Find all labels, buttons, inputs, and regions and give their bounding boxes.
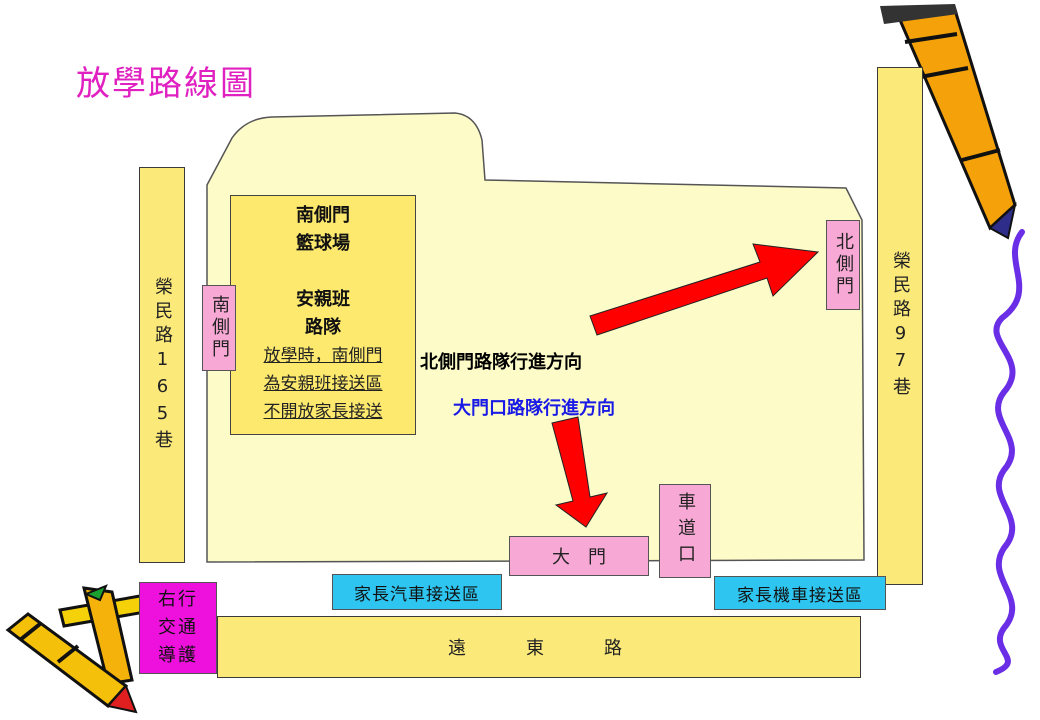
main-gate: 大 門	[509, 536, 649, 576]
court-line-4: 路隊	[305, 317, 341, 338]
main-route-label: 大門口路隊行進方向	[453, 398, 615, 419]
court-line-1: 南側門	[296, 205, 350, 226]
court-note-2: 為安親班接送區	[263, 374, 383, 394]
crayon-bottom-icon	[5, 584, 147, 714]
traffic-guard-box: 右行交通導護	[139, 582, 217, 674]
crayon-top-icon	[880, 4, 1017, 240]
main-route-arrow	[551, 416, 609, 528]
page-title: 放學路線圖	[76, 64, 256, 104]
right-road: 榮民路97巷	[877, 67, 923, 585]
scooter-pickup-zone: 家長機車接送區	[714, 576, 886, 610]
court-line-3: 安親班	[296, 289, 350, 310]
court-line-2: 籃球場	[296, 233, 350, 254]
squiggle-decoration	[993, 229, 1025, 675]
south-gate: 南側門	[202, 285, 236, 371]
court-note-3: 不開放家長接送	[263, 402, 383, 422]
north-route-label: 北側門路隊行進方向	[420, 352, 582, 373]
left-road: 榮民路165巷	[139, 167, 185, 563]
basketball-court: 南側門 籃球場 安親班 路隊 放學時，南側門 為安親班接送區 不開放家長接送	[230, 195, 416, 435]
court-note-1: 放學時，南側門	[263, 346, 383, 366]
traffic-guard-label: 右行交通導護	[158, 589, 198, 666]
bottom-road: 遠 東 路	[217, 616, 861, 678]
north-route-arrow	[589, 243, 820, 336]
north-gate: 北側門	[826, 220, 860, 310]
ramp-entrance: 車道口	[659, 484, 711, 578]
car-pickup-zone: 家長汽車接送區	[332, 574, 502, 610]
